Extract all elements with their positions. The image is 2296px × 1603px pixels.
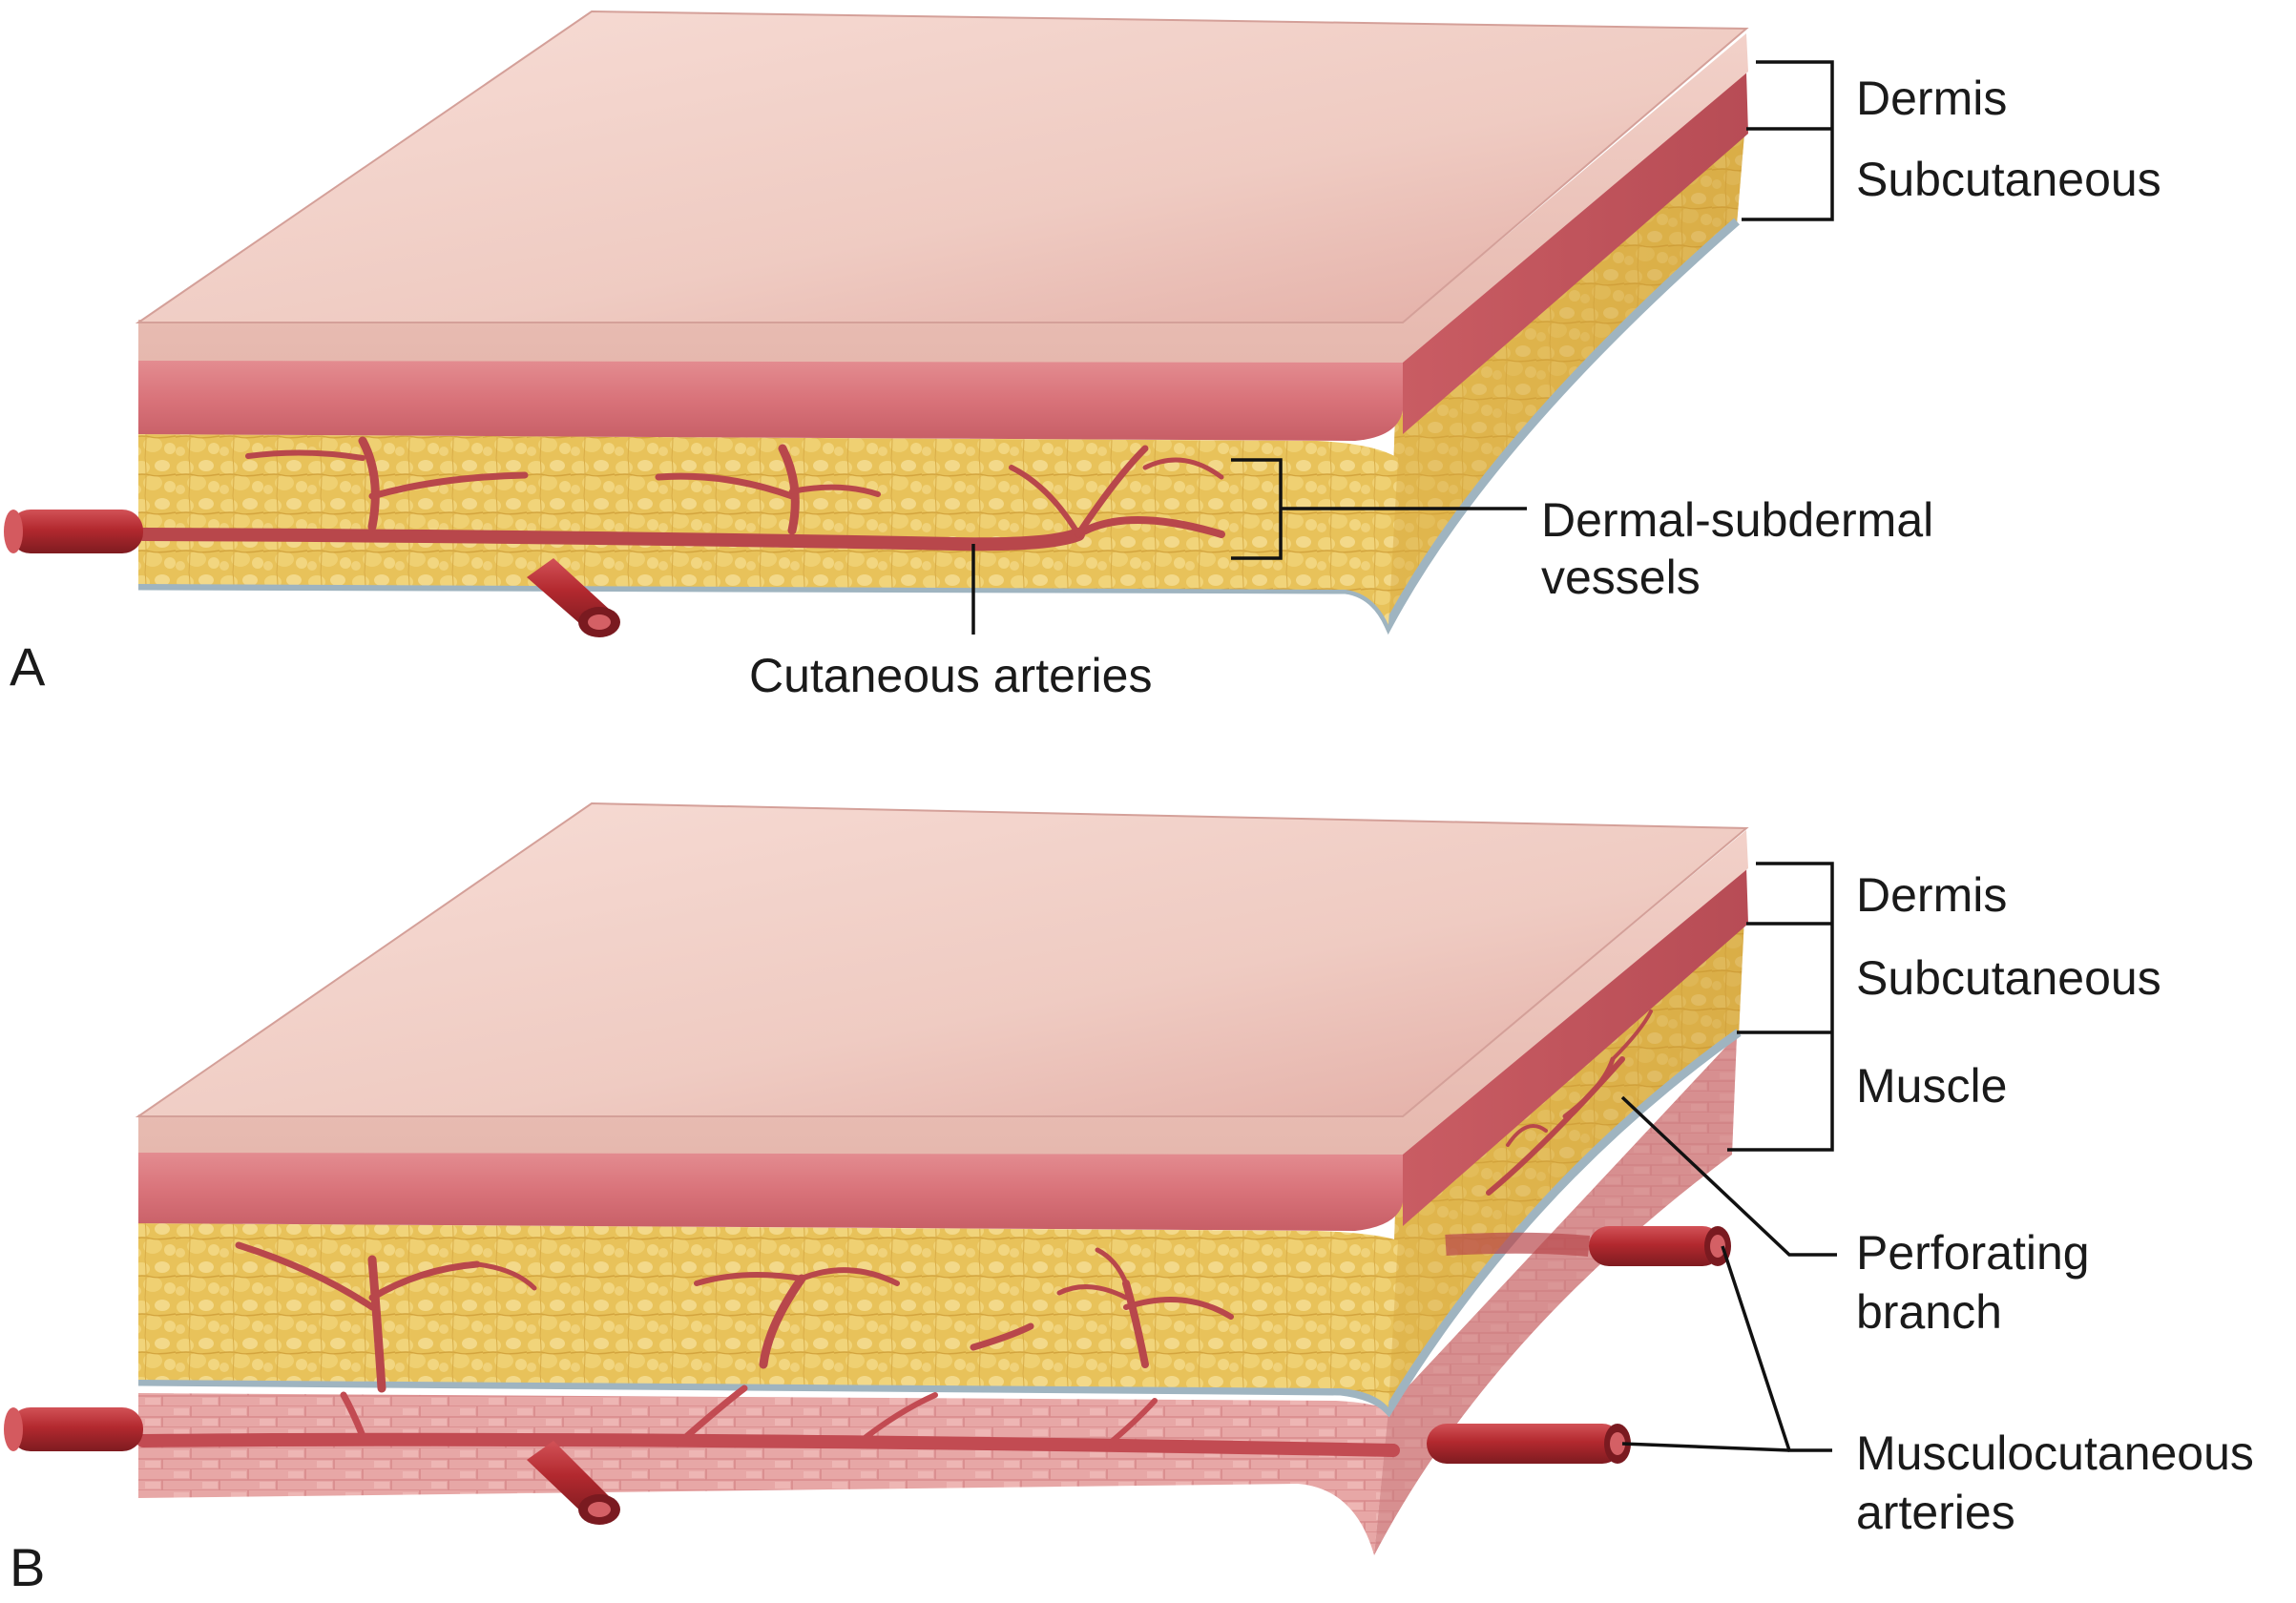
label-subcutaneous-b: Subcutaneous <box>1856 951 2161 1005</box>
dermis-side-face-b <box>1403 866 1748 1226</box>
panel-a: A Dermis Subcutaneous Dermal-subdermal v… <box>4 10 2161 702</box>
dermis-side-face-a <box>1403 72 1748 434</box>
subcutaneous-front-face-b <box>138 1223 1398 1407</box>
dermal-subdermal-vessels-b <box>235 1010 1653 1393</box>
label-vessels-a: vessels <box>1541 551 1701 604</box>
panel-letter-b: B <box>10 1537 45 1597</box>
epidermis-edge-b <box>138 830 1748 1155</box>
label-branch-b: branch <box>1856 1285 2002 1339</box>
label-cutaneous-arteries-a: Cutaneous arteries <box>749 649 1152 702</box>
panel-letter-a: A <box>10 636 46 697</box>
label-perforating-b: Perforating <box>1856 1226 2090 1280</box>
label-dermis-a: Dermis <box>1856 72 2007 125</box>
label-subcutaneous-a: Subcutaneous <box>1856 153 2161 206</box>
skin-top-face-b <box>135 802 1749 1117</box>
label-musculocutaneous-b: Musculocutaneous <box>1856 1426 2254 1480</box>
label-dermal-subdermal-a: Dermal-subdermal <box>1541 493 1933 547</box>
label-arteries-b: arteries <box>1856 1486 2015 1539</box>
leaders-b <box>1620 862 1837 1452</box>
skin-top-face-a <box>135 10 1749 323</box>
epidermis-edge-a <box>138 33 1748 363</box>
cutaneous-arteries-a <box>4 510 620 637</box>
panel-b: B Dermis Subcutaneous Muscle Perforating… <box>4 802 2254 1597</box>
dermal-subdermal-vessels-a <box>136 436 1225 552</box>
fascia-line-b <box>137 1029 1742 1418</box>
dermis-front-face-b <box>138 1150 1403 1231</box>
muscle-vessels-b <box>136 1384 1400 1457</box>
musculocutaneous-arteries-b <box>4 1226 1731 1525</box>
dermis-front-face-a <box>138 358 1403 441</box>
label-dermis-b: Dermis <box>1856 868 2007 922</box>
leaders-a <box>971 60 1834 635</box>
label-muscle-b: Muscle <box>1856 1059 2007 1113</box>
muscle-front-face-b <box>138 1393 1388 1555</box>
fascia-line-a <box>137 218 1740 635</box>
